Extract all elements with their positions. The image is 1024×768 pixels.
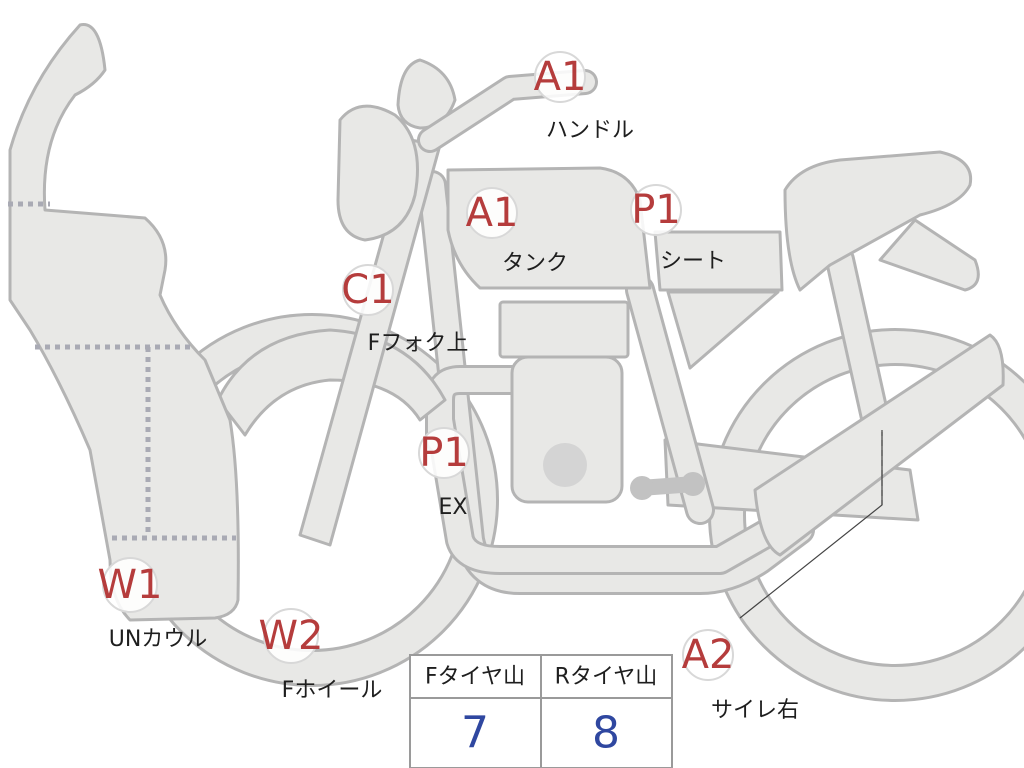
- callout-cowl: W1 UNカウル: [98, 557, 208, 652]
- rear-tire-value: 8: [592, 708, 620, 759]
- callout-label: ハンドル: [546, 118, 634, 143]
- callout-handle: A1 ハンドル: [534, 51, 634, 143]
- engine-block: [510, 355, 624, 504]
- foot-peg-end: [630, 476, 654, 500]
- front-tire-value: 7: [461, 708, 489, 759]
- tire-tread-table: Fタイヤ山 Rタイヤ山 7 8: [409, 654, 673, 768]
- callout-code: P1: [631, 187, 681, 233]
- callout-label: UNカウル: [109, 627, 208, 652]
- mirror: [396, 58, 457, 130]
- muffler: [753, 333, 1005, 557]
- callout-code: A1: [534, 54, 587, 100]
- callout-code: A1: [466, 190, 519, 236]
- front-fender: [216, 328, 447, 437]
- callout-code: P1: [419, 430, 469, 476]
- rear-wheel-fill: [711, 331, 1024, 699]
- tail-cowl: [783, 150, 973, 292]
- callout-exhaust: P1 EX: [418, 427, 470, 520]
- callout-label: Fフォク上: [368, 331, 469, 356]
- front-cowl: [8, 23, 240, 622]
- callout-tank: A1 タンク: [466, 187, 568, 276]
- callout-label: サイレ右: [711, 698, 799, 723]
- rear-tire-header: Rタイヤ山: [555, 665, 658, 690]
- callout-front-wheel: W2 Fホイール: [259, 608, 383, 703]
- callout-silencer: A2 サイレ右: [682, 629, 799, 723]
- callout-label: シート: [660, 249, 726, 274]
- callout-seat: P1 シート: [630, 184, 726, 274]
- tail-light: [878, 218, 980, 292]
- headlight: [336, 104, 419, 242]
- callout-code: A2: [682, 632, 735, 678]
- side-cover: [666, 290, 780, 370]
- callout-fork: C1 Fフォク上: [341, 264, 469, 356]
- rear-shock-fill: [828, 248, 892, 452]
- callout-label: Fホイール: [282, 678, 383, 703]
- foot-peg-bolt: [681, 472, 705, 496]
- seat-front: [653, 230, 784, 292]
- engine-top: [498, 300, 630, 359]
- engine-cover: [543, 443, 587, 487]
- callout-code: W1: [98, 562, 163, 608]
- callout-code: W2: [259, 613, 324, 659]
- front-tire-header: Fタイヤ山: [425, 665, 525, 690]
- callout-code: C1: [341, 267, 394, 313]
- callout-label: タンク: [502, 251, 568, 276]
- callout-label: EX: [439, 495, 468, 520]
